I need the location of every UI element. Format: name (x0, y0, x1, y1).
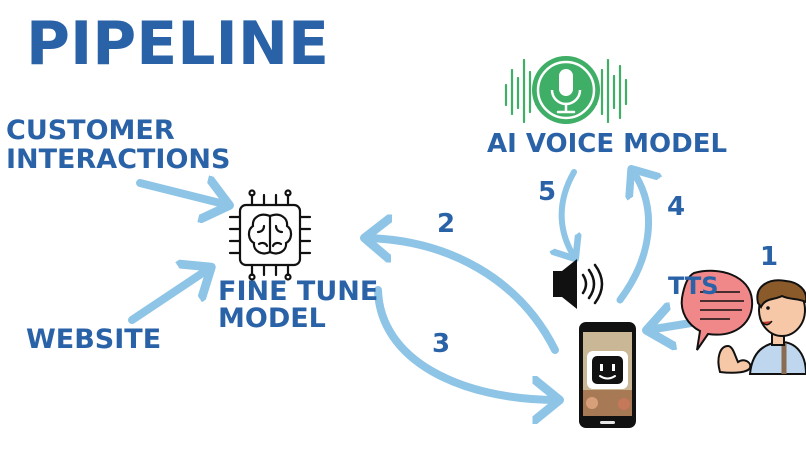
step-1-number: 1 (760, 242, 779, 272)
speaker-icon (553, 259, 604, 309)
arrow-step2 (366, 238, 559, 354)
arrow-website-to-model (128, 268, 210, 324)
customer-label-line1: CUSTOMER (6, 115, 175, 146)
website-label: WEBSITE (26, 324, 162, 355)
arrow-step5 (562, 169, 575, 258)
person-talking-icon (680, 269, 806, 375)
step-5-number: 5 (538, 177, 557, 207)
customer-interactions-label: CUSTOMER INTERACTIONS (6, 116, 230, 174)
fine-tune-label-line1: FINE TUNE (218, 276, 379, 307)
customer-label-line2: INTERACTIONS (6, 144, 231, 175)
page-title: PIPELINE (26, 9, 330, 79)
ai-voice-model-label: AI VOICE MODEL (487, 129, 728, 159)
step-2-number: 2 (437, 209, 456, 239)
robot-face-icon (587, 351, 628, 389)
arrow-customer-to-model (136, 183, 228, 205)
arrow-step4 (616, 170, 649, 304)
fine-tune-model-label: FINE TUNE MODEL (218, 278, 378, 332)
brain-chip-icon (228, 189, 312, 281)
step-3-number: 3 (432, 329, 451, 359)
step-4-number: 4 (667, 192, 686, 222)
smartphone-icon (579, 322, 636, 428)
microphone-icon (504, 56, 628, 124)
tts-label: TTS (668, 272, 719, 300)
arrow-step3 (374, 286, 558, 400)
fine-tune-label-line2: MODEL (218, 303, 326, 334)
